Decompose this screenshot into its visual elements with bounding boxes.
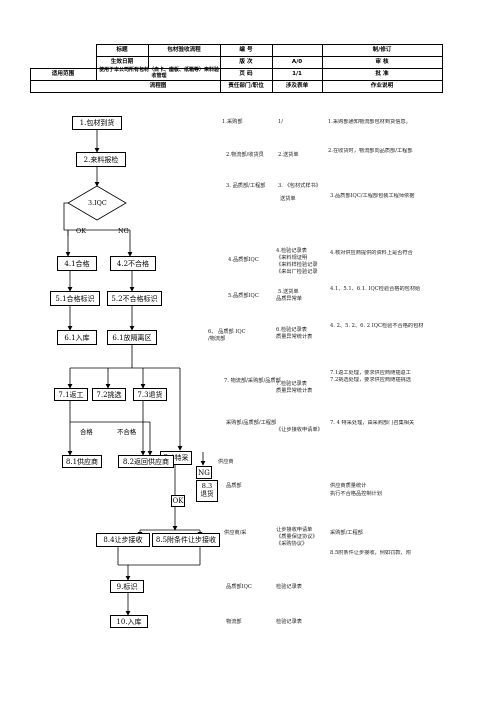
step-pass: 4.1合格: [57, 256, 97, 271]
form-3: 3. 《包材式样书》: [278, 183, 321, 189]
dept-4: 4.品质部IQC: [228, 257, 259, 263]
step-return-to-supplier: 8.2返回供应商: [118, 455, 174, 468]
label-pass: 合格: [80, 428, 93, 436]
dept-1: 1.采购部: [222, 119, 243, 125]
label-fail: 不合格: [117, 428, 137, 436]
step-supplier: 8.1供应商: [62, 455, 102, 468]
form-4d: 《来出厂检验记录: [276, 269, 318, 275]
effective-date-label: 生效日期: [110, 58, 134, 65]
form-11: 检验记录表: [276, 619, 302, 625]
header-table: 标题 包材验收流程 编 号 制/修订 生效日期 版 次 A/0 审 核 适用范围…: [30, 44, 443, 93]
form-9b: 《质量保证协议》: [276, 534, 318, 540]
form-4c: 《来料样检验记录: [276, 262, 318, 268]
step-incoming-inspection-request: 2.来料报检: [76, 152, 126, 167]
dept-6b: /物流部: [208, 336, 226, 342]
desc-8: 7.2挑选处理，要求供应商随插挑选: [330, 377, 411, 383]
desc-12: 采购部/工程部: [330, 530, 363, 536]
dept-11: 供应商/采: [224, 530, 247, 536]
desc-10: 供应商质量统计: [330, 483, 367, 489]
form-6: 6.检验记录表: [276, 327, 307, 333]
form-10: 检验记录表: [276, 584, 302, 590]
dept-3: 3. 品质部/工程部: [226, 183, 266, 189]
dept-7: 7. 物流部/采购部/品质部: [224, 378, 281, 384]
dept-6: 6、 品质部 IQC: [208, 329, 246, 335]
desc-7: 7.1返工处理，要求供应商随插返工: [330, 370, 411, 376]
col-desc-header: 作业说明: [370, 82, 394, 89]
form-9: 让步接收申请单: [276, 527, 313, 533]
scope-label: 适用范围: [51, 70, 75, 77]
revision-label: 制/修订: [372, 46, 392, 53]
edition-label: 版 次: [239, 58, 253, 65]
label-ng-2: NG: [196, 466, 212, 479]
page-label: 页 码: [239, 70, 253, 77]
step-return-goods: 7.3退货: [133, 388, 167, 401]
step-quarantine: 6.1放隔离区: [107, 330, 157, 345]
desc-3: 3.品质部IQC/工程部包装工程师依据: [330, 193, 415, 199]
scope-value: 使用于本公司所有包材（白卡、座板、纸箱等）来料验收管理: [98, 67, 219, 79]
title-value: 包材验收流程: [167, 46, 201, 53]
desc-6: 4. 2、5. 2、6. 2 IQC检验不合格的包材: [330, 323, 424, 329]
label-ng: NG: [118, 227, 129, 235]
dept-9: 供应商: [218, 459, 234, 465]
desc-9: 7. 4 特采处理，由采购部门召集相关: [330, 420, 415, 426]
step-conditional-concession: 8.5附条件让步接收: [152, 533, 220, 547]
form-7b: 质量异常统计表: [276, 388, 313, 394]
form-3b: 送货单: [280, 196, 296, 202]
form-8: 《让步接收申请单》: [276, 427, 323, 433]
step-return-number: 8.3: [201, 482, 213, 491]
desc-11: 执行不合格品控制计划: [330, 491, 382, 497]
step-pass-label: 5.1合格标识: [50, 291, 100, 306]
step-return-label: 退货: [200, 490, 214, 498]
dept-8: 采购部/品质部/工程部: [226, 420, 277, 426]
title-label: 标题: [116, 46, 128, 53]
col-flow-header: 流程图: [149, 82, 167, 89]
number-label: 编 号: [239, 46, 253, 53]
desc-4: 4.核对供应商提供的资料上是否符合: [330, 250, 413, 256]
label-ok-2: OK: [171, 495, 185, 507]
decision-iqc: 3.IQC: [88, 199, 107, 207]
step-concession-acceptance: 8.4让步接收: [96, 533, 150, 547]
step-rework: 7.1返工: [54, 388, 88, 401]
form-1: 1/: [278, 119, 284, 125]
dept-10: 品质部: [226, 483, 242, 489]
form-9c: 《采购协议》: [276, 541, 308, 547]
col-dept-header: 责任部门/职位: [228, 82, 264, 89]
step-material-arrival: 1.包材到货: [72, 116, 122, 130]
form-4: 4.检验记录表: [276, 248, 307, 254]
dept-12: 品质部IQC: [226, 584, 252, 590]
step-final-warehouse-in: 10.入库: [110, 615, 148, 628]
step-fail-label: 5.2不合格标识: [107, 291, 162, 306]
desc-2: 2.在收货时，物流部向品质部/工程部: [328, 148, 413, 154]
page-value: 1/1: [292, 70, 302, 77]
approve-label: 批 准: [375, 70, 389, 77]
form-5: 5.送货单: [278, 289, 299, 295]
form-5b: 品质异常单: [276, 296, 302, 302]
step-sorting: 7.2挑选: [92, 388, 126, 401]
review-label: 审 核: [375, 58, 389, 65]
label-ok: OK: [76, 227, 87, 235]
dept-2: 2.物流部/收货员: [226, 152, 264, 158]
step-warehouse-in: 6.1入库: [57, 330, 97, 345]
desc-13: 8.5附条件让步接收，例如罚款、附: [330, 550, 411, 556]
form-7: 7.检验记录表: [276, 381, 307, 387]
form-6b: 质量异常统计表: [276, 334, 313, 340]
step-fail: 4.2不合格: [110, 256, 156, 271]
desc-1: 1.采购部通知物流部包材到货信息。: [328, 119, 411, 125]
step-marking: 9.标识: [110, 580, 144, 593]
form-4b: 《来料规证明: [276, 255, 308, 261]
step-return: 8.3 退货: [196, 480, 218, 502]
edition-value: A/0: [291, 58, 303, 65]
desc-5: 4.1、5.1、6.1. IQC检验合格的包材给: [330, 286, 421, 292]
dept-13: 物流部: [226, 619, 242, 625]
form-2: 2.送货单: [278, 152, 299, 158]
dept-5: 5.品质部IQC: [228, 293, 259, 299]
col-forms-header: 涉及表单: [285, 82, 309, 89]
